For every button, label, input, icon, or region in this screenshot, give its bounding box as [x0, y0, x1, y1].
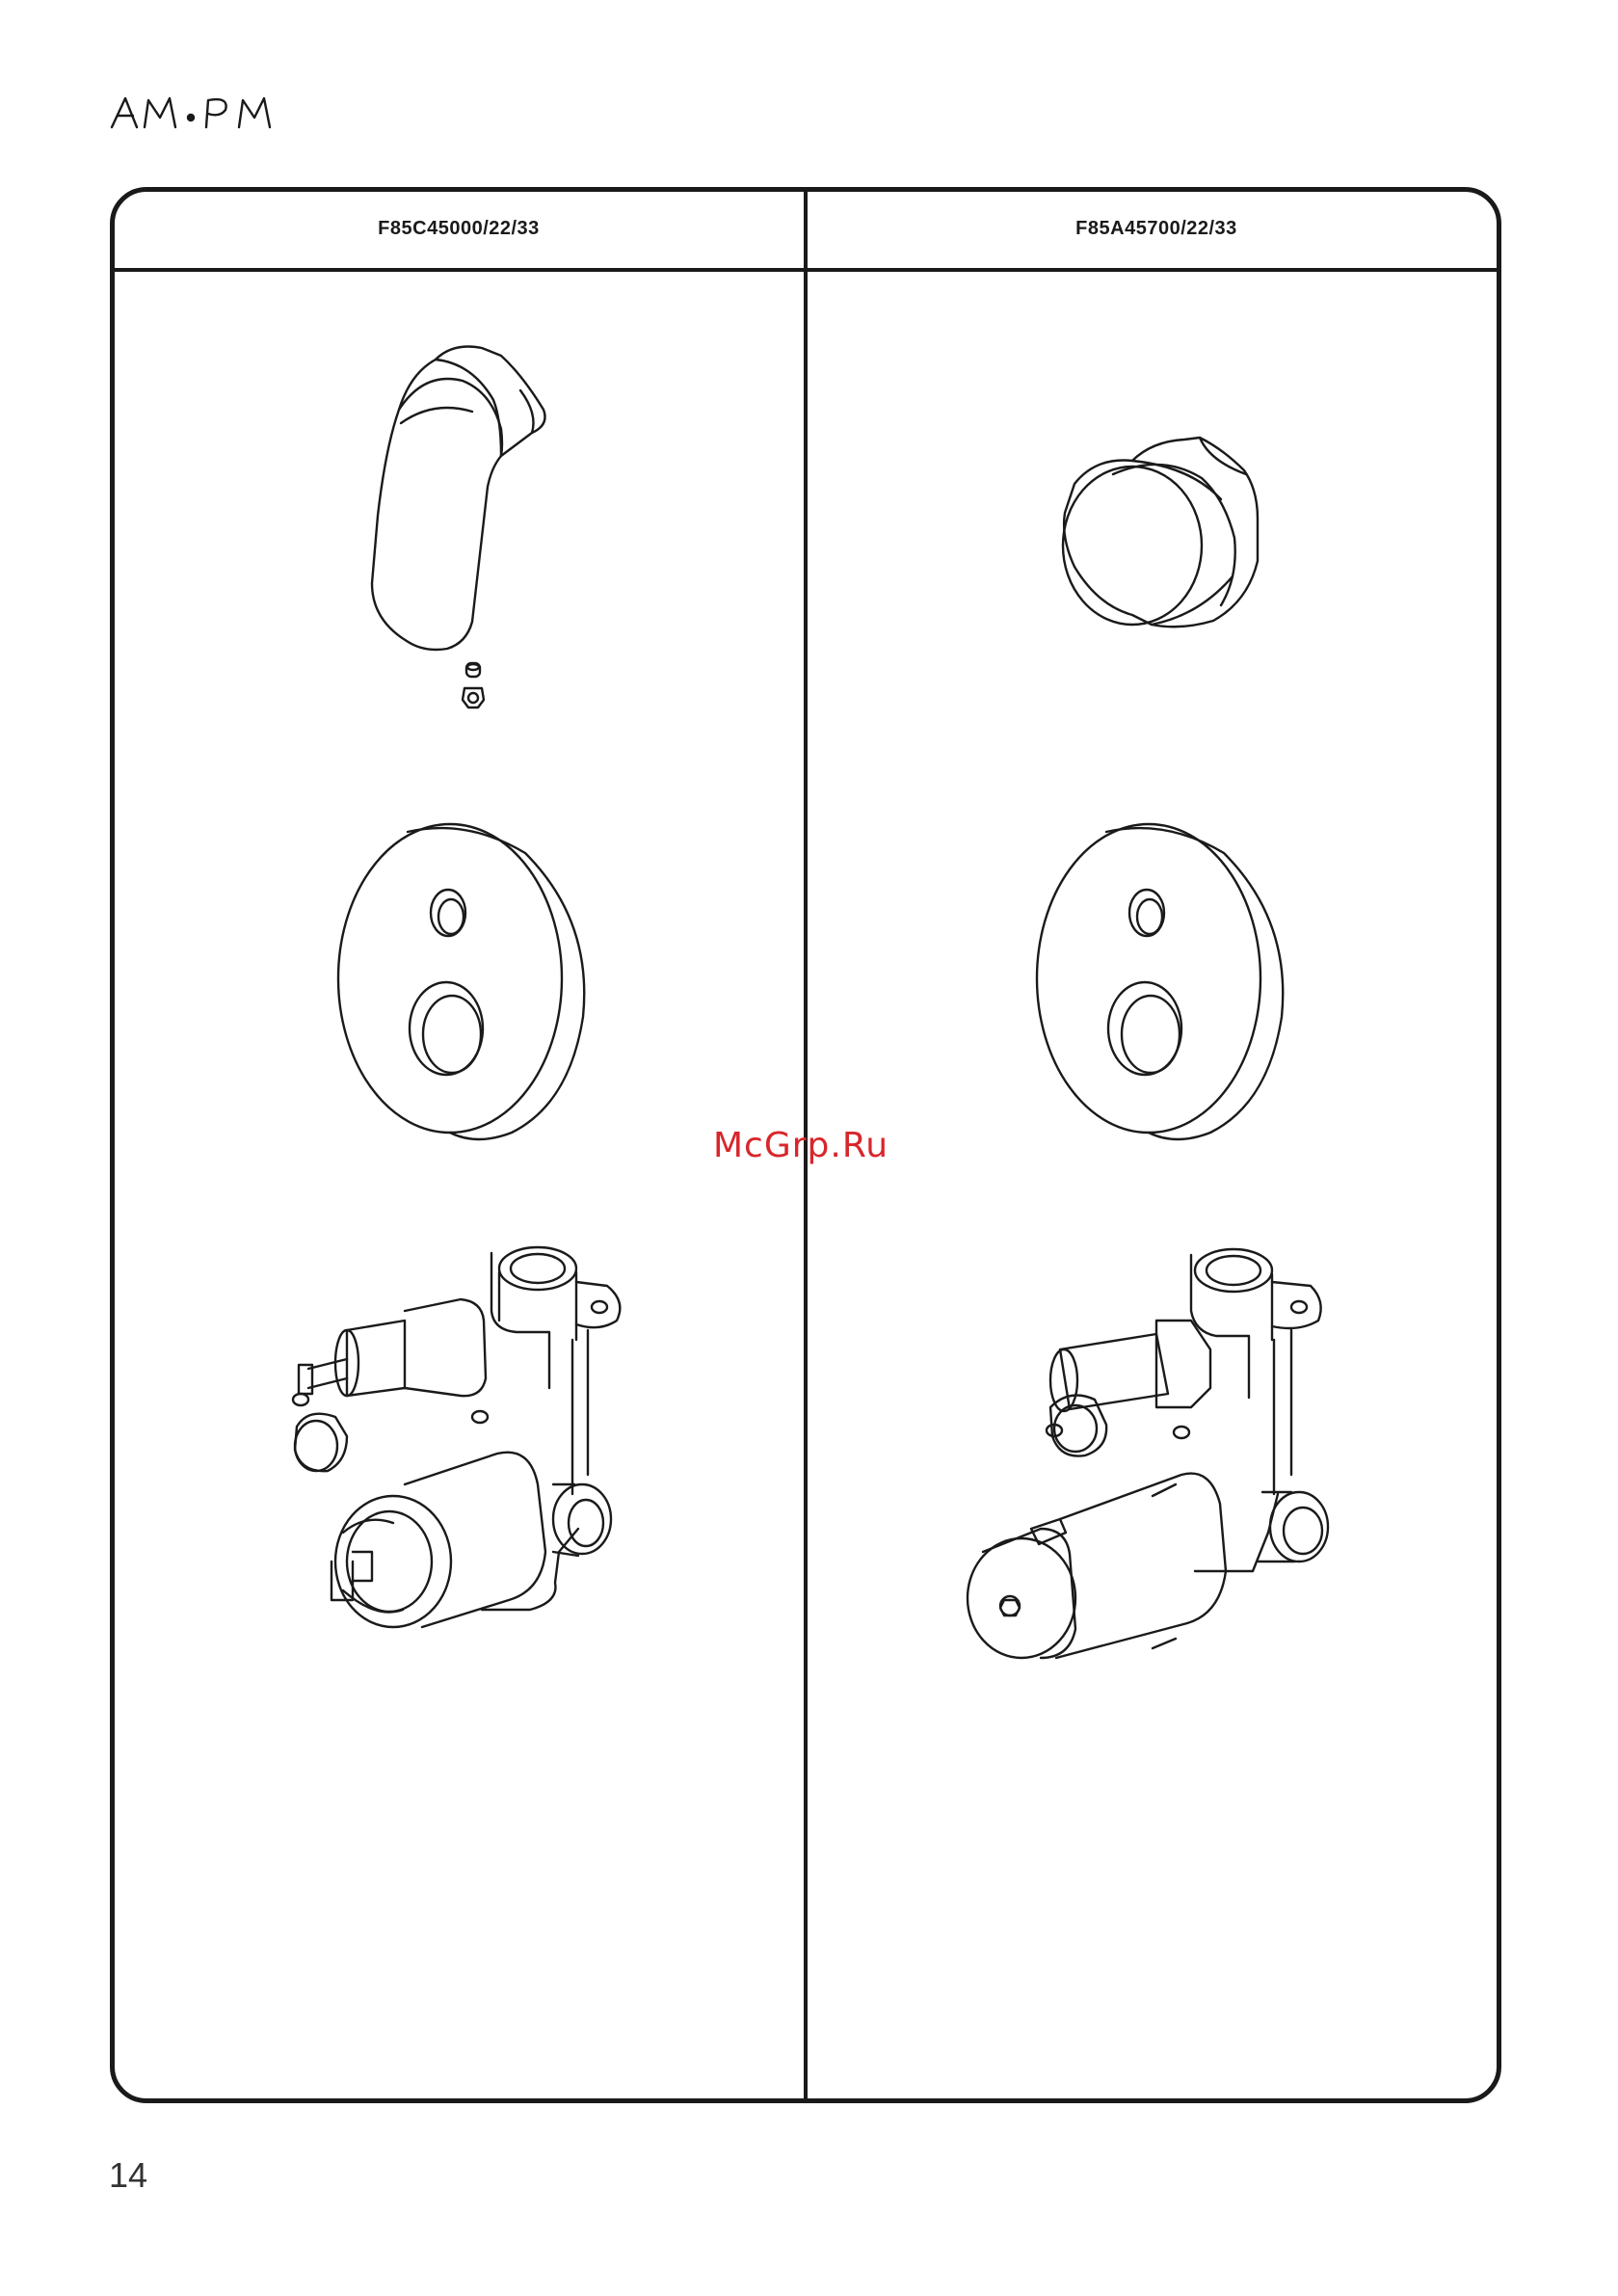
- escutcheon-plate-left: [323, 814, 593, 1142]
- product-code-right: F85A45700/22/33: [819, 218, 1494, 240]
- product-code-left: F85C45000/22/33: [121, 218, 796, 240]
- header-divider: [110, 268, 1501, 272]
- watermark: McGrp.Ru: [713, 1126, 889, 1165]
- page-number: 14: [109, 2155, 147, 2196]
- brand-logo: [106, 85, 289, 143]
- knob-drawing: [1055, 432, 1262, 634]
- escutcheon-plate-right: [1021, 814, 1291, 1142]
- mixer-body-right: [964, 1243, 1349, 1668]
- mixer-body-left: [289, 1243, 626, 1629]
- small-screw-drawing: [459, 659, 488, 717]
